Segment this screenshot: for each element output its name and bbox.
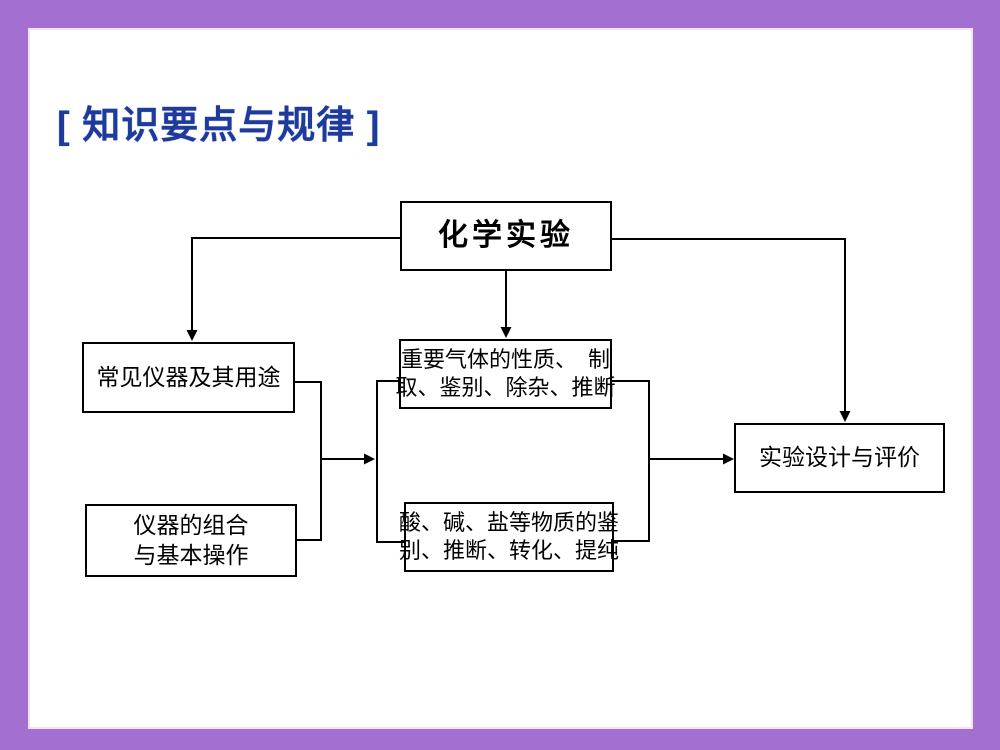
node-label: 实验设计与评价 (759, 444, 920, 471)
node-label-line2: 别、推断、转化、提纯 (399, 538, 620, 563)
node-common-instruments: 常见仪器及其用途 (82, 342, 295, 413)
node-experiment-design: 实验设计与评价 (734, 423, 945, 493)
node-label: 常见仪器及其用途 (96, 363, 281, 390)
node-chemistry-experiment: 化学实验 (400, 201, 612, 271)
node-label-line1: 酸、碱、盐等物质的鉴 (399, 509, 620, 535)
page-title: [ 知识要点与规律 ] (57, 105, 381, 147)
node-acid-base-salt: 酸、碱、盐等物质的鉴 别、推断、转化、提纯 (399, 502, 619, 572)
node-label-line1: 重要气体的性质、 制 (401, 346, 611, 372)
node-label-line2: 与基本操作 (133, 541, 249, 568)
node-label: 化学实验 (438, 218, 574, 252)
node-label-line2: 取、鉴别、除杂、推断 (395, 375, 616, 400)
node-instrument-combination: 仪器的组合 与基本操作 (85, 504, 297, 577)
node-label-line1: 仪器的组合 (133, 512, 249, 539)
node-important-gases: 重要气体的性质、 制 取、鉴别、除杂、推断 (396, 339, 616, 409)
